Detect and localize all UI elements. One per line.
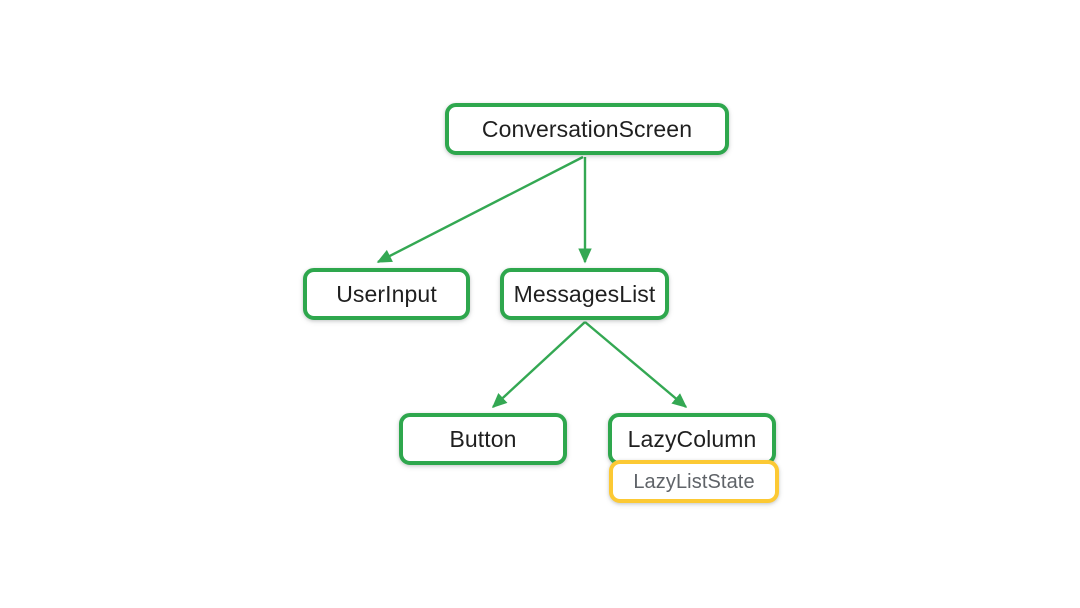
node-label: MessagesList	[513, 280, 656, 307]
node-label: Button	[449, 425, 517, 452]
node-userinput[interactable]: UserInput	[303, 268, 470, 320]
edge-messageslist-button	[491, 321, 586, 408]
node-button[interactable]: Button	[399, 413, 567, 465]
node-messageslist[interactable]: MessagesList	[500, 268, 669, 320]
node-label: LazyColumn	[627, 425, 757, 452]
node-label: ConversationScreen	[481, 115, 693, 142]
node-lazycolumn[interactable]: LazyColumn	[608, 413, 776, 465]
node-label: LazyListState	[633, 470, 755, 493]
node-label: UserInput	[336, 280, 437, 307]
node-lazyliststate[interactable]: LazyListState	[609, 460, 779, 503]
node-conversationscreen[interactable]: ConversationScreen	[445, 103, 729, 155]
edge-messageslist-lazycolumn	[584, 321, 688, 408]
edge-conversationscreen-userinput	[376, 155, 584, 264]
